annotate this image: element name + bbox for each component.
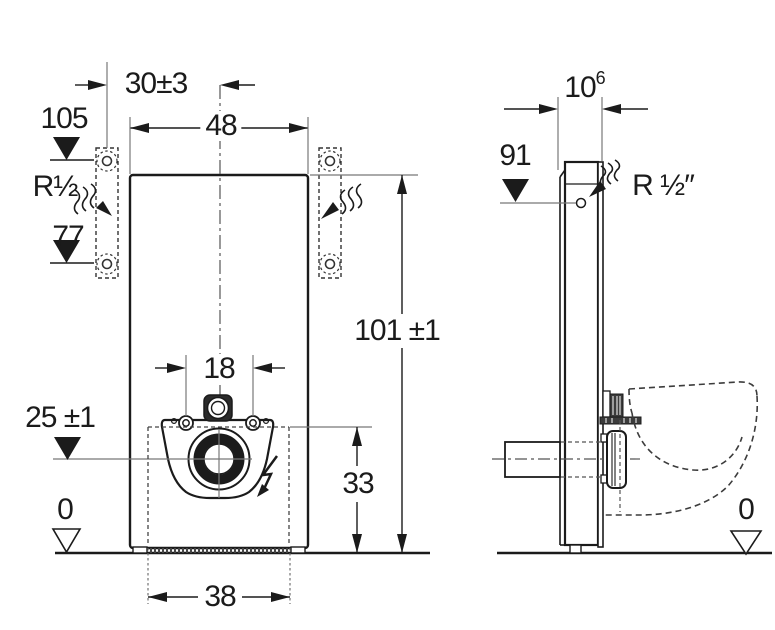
left-supply-squiggle-arrow: [73, 183, 112, 216]
outlet-flange-side: [600, 420, 627, 512]
glass-front-strip: [597, 161, 604, 548]
side-floor-level-label: 0: [738, 493, 755, 526]
service-zone-dashed: [147, 426, 290, 546]
level-marker-25: [54, 437, 81, 460]
dim-service-height-label: 33: [337, 469, 379, 499]
dim-width-label: 48: [200, 111, 242, 141]
dim-depth: [504, 97, 648, 170]
power-connection-icon: [257, 455, 279, 497]
dim-top-offset: [75, 62, 255, 148]
dim-supply-height-label: 91: [499, 139, 531, 172]
level-marker-77: [50, 240, 94, 264]
right-wall-bracket: [318, 147, 342, 279]
dim-upper-fixing-label: 105: [40, 102, 88, 135]
dim-lower-fixing-label: 77: [52, 220, 84, 253]
water-supply-label-front: R½: [32, 170, 79, 203]
front-floor-marker: [51, 528, 82, 554]
dim-base-width: [147, 548, 291, 604]
level-marker-91: [502, 179, 529, 202]
side-view: [492, 97, 772, 556]
dim-depth-value: 10: [564, 71, 596, 104]
dim-bolt-spacing-label: 18: [198, 354, 240, 384]
water-supply-port: [575, 197, 587, 209]
level-marker-105: [50, 137, 94, 161]
pipe-hidden-lines: [561, 441, 606, 478]
side-supply-squiggle-arrow: [589, 159, 621, 197]
front-floor-level-label: 0: [57, 493, 74, 526]
side-floor-marker: [729, 530, 763, 556]
dim-depth-label: 106: [564, 68, 606, 104]
dim-service-height: [290, 426, 372, 553]
right-supply-squiggle-arrow: [321, 183, 363, 219]
dim-overall-height: [310, 174, 418, 553]
wc-fixing-hardware: [599, 390, 642, 425]
water-supply-label-side: R ½″: [632, 169, 695, 202]
left-bolt: [178, 415, 194, 431]
dim-bolt-spacing: [155, 355, 285, 416]
dim-depth-footnote: 6: [595, 68, 606, 88]
side-panel-outline: [559, 160, 604, 554]
dim-top-offset-label: 30±3: [124, 67, 189, 100]
dim-outlet-axis-label: 25 ±1: [25, 401, 96, 434]
dim-base-width-label: 38: [199, 582, 241, 612]
dim-overall-height-label: 101 ±1: [349, 316, 445, 346]
right-bolt: [245, 415, 261, 431]
wc-bowl-outline: [605, 381, 759, 516]
